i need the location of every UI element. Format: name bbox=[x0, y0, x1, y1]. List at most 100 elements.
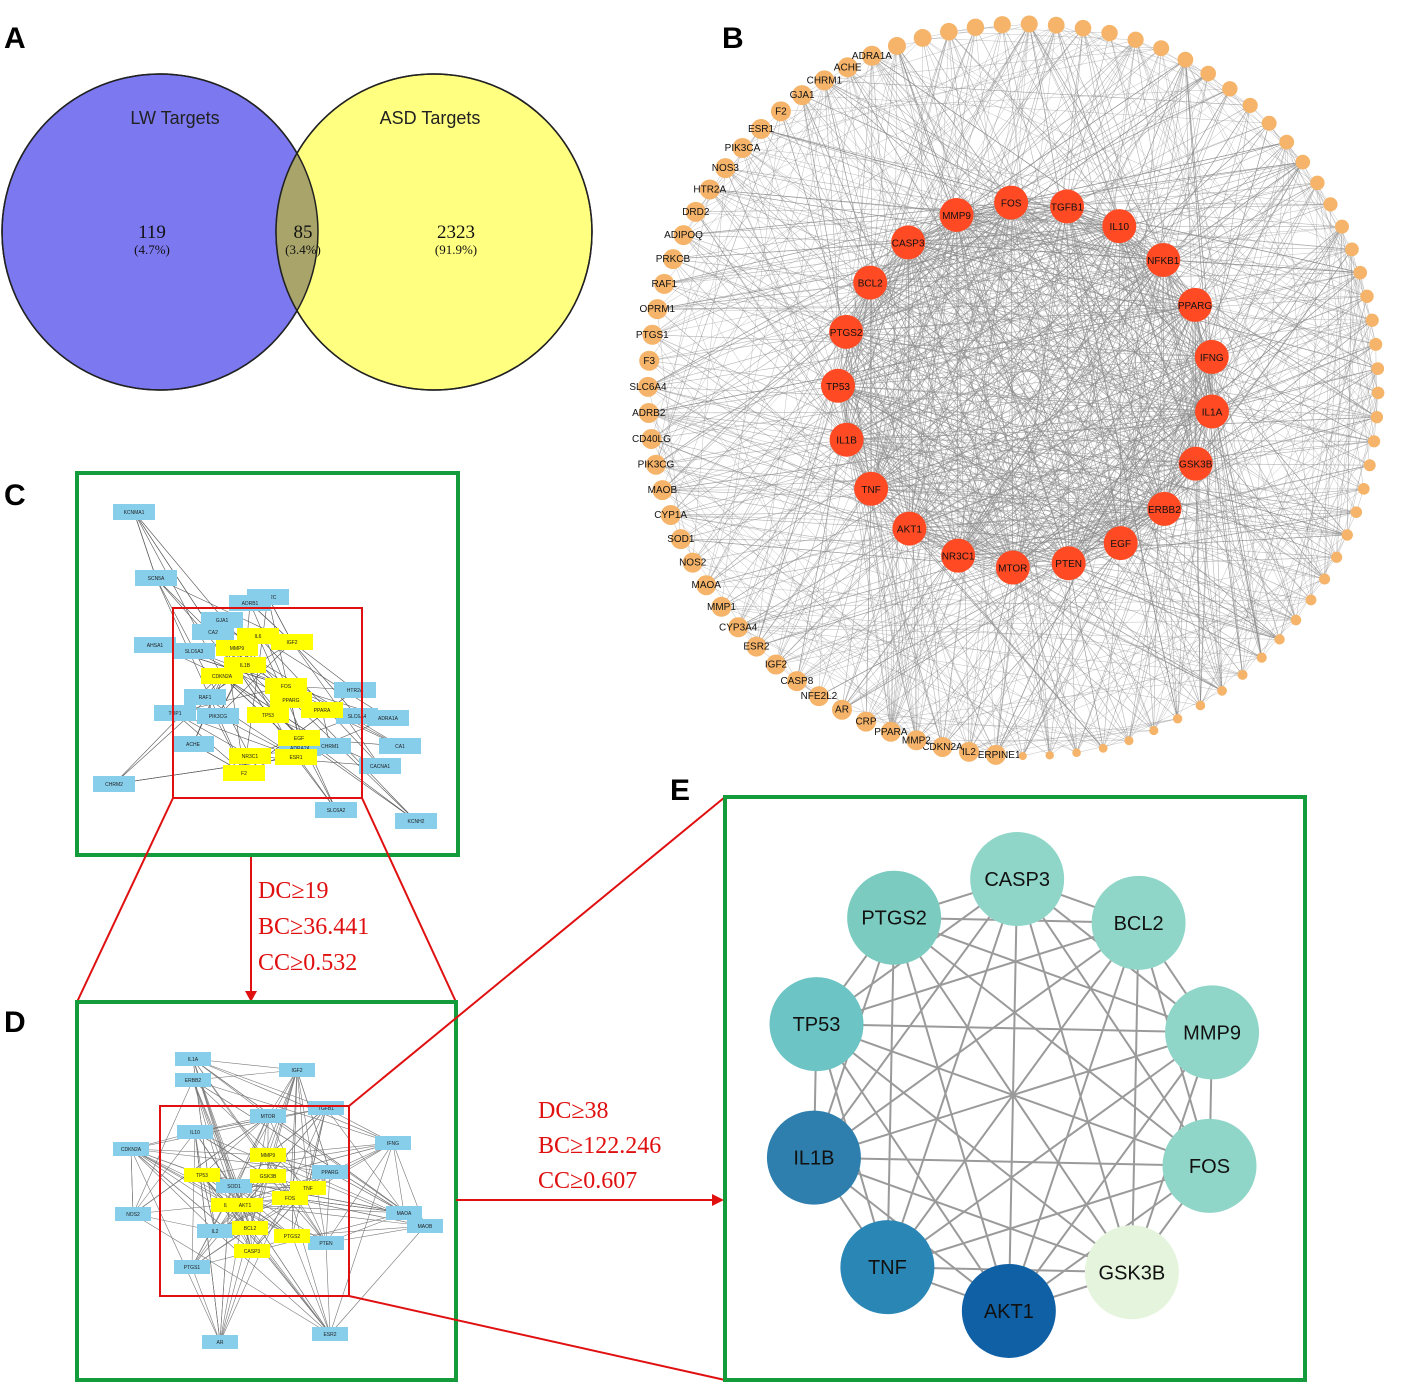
network-b-edge bbox=[837, 385, 1280, 640]
network-c-node-scn5a-box bbox=[135, 570, 177, 586]
network-b-edge bbox=[922, 37, 1201, 706]
network-c-node-cacna1-label: CACNA1 bbox=[370, 764, 391, 770]
network-d-edge bbox=[192, 1079, 405, 1214]
network-b-hub-node: GSK3B bbox=[1178, 446, 1213, 481]
network-b-edge bbox=[845, 331, 910, 529]
network-b-edge bbox=[780, 111, 871, 283]
network-d-edge bbox=[291, 1235, 331, 1335]
network-b-outer-node-circle bbox=[1363, 459, 1376, 472]
network-b-edge bbox=[865, 161, 1303, 722]
network-b-edge bbox=[655, 331, 847, 465]
network-b-outer-node-circle bbox=[1310, 175, 1325, 191]
network-b-edge bbox=[1082, 28, 1378, 369]
network-b-outer-node-label: IL2 bbox=[962, 747, 976, 758]
network-b-hub-node: BCL2 bbox=[853, 265, 888, 300]
network-d-edge bbox=[194, 1131, 269, 1177]
panel-label-c: C bbox=[4, 479, 26, 512]
network-d-edge bbox=[267, 1107, 327, 1156]
network-b-edge bbox=[846, 416, 1377, 441]
network-b-outer-node: MAOA bbox=[692, 575, 721, 596]
network-b-edge bbox=[742, 37, 923, 149]
network-b-edge bbox=[706, 23, 1030, 586]
network-b-edge bbox=[845, 331, 1165, 510]
network-c-node-gja1-label: GJA1 bbox=[216, 618, 229, 624]
network-c-node-kcnh2-label: KCNH2 bbox=[408, 819, 425, 825]
network-b-outer-node-label: IGF2 bbox=[765, 660, 788, 671]
network-b-edge bbox=[655, 356, 1212, 466]
network-c-node-kcnma1: KCNMA1 bbox=[113, 504, 155, 520]
network-b-edge bbox=[657, 37, 923, 310]
criteria-1-dc: DC≥19 bbox=[258, 878, 329, 904]
network-b-outer-node: NFE2L2 bbox=[801, 686, 838, 707]
network-b-edge bbox=[957, 555, 1104, 749]
network-e-node-gsk3b: GSK3B bbox=[1084, 1225, 1179, 1320]
network-b-edge bbox=[1001, 24, 1069, 564]
network-b-edge bbox=[664, 283, 1375, 442]
network-b-outer-node-circle bbox=[1360, 289, 1374, 304]
network-b-outer-node-circle bbox=[647, 299, 668, 320]
network-b-edge bbox=[756, 304, 1196, 647]
network-b-edge bbox=[1049, 563, 1069, 756]
network-c-node-ache-label: ACHE bbox=[186, 742, 201, 748]
network-b-outer-node-circle bbox=[808, 686, 829, 707]
network-b-edge bbox=[1162, 259, 1213, 412]
network-c-node-il1b-box bbox=[224, 657, 266, 673]
network-b-edge bbox=[956, 214, 970, 752]
network-b-edge bbox=[706, 55, 873, 586]
panel-label-b: B bbox=[722, 22, 744, 55]
network-d-node-il2-label: IL2 bbox=[212, 1229, 219, 1235]
network-d-edge bbox=[296, 1069, 309, 1189]
network-d-node-ptgs2: PTGS2 bbox=[274, 1229, 310, 1243]
network-b-outer-node: CDKN2A bbox=[922, 736, 963, 757]
network-b-outer-node: SOD1 bbox=[667, 529, 695, 550]
network-b-outer-node-circle bbox=[1045, 751, 1054, 760]
network-d-node-esr2: ESR2 bbox=[312, 1327, 348, 1341]
network-b-edge bbox=[738, 627, 996, 756]
network-b-edge bbox=[1211, 249, 1353, 358]
network-b-edge bbox=[818, 214, 957, 697]
network-d-node-mtor-label: MTOR bbox=[261, 1114, 276, 1120]
network-b-edge bbox=[922, 37, 1376, 345]
network-e-node-label: AKT1 bbox=[984, 1301, 1034, 1323]
network-b-hub-node-circle bbox=[1194, 339, 1229, 374]
network-b-edge bbox=[695, 211, 1361, 273]
network-b-edge bbox=[796, 31, 950, 682]
network-b-edge bbox=[1194, 161, 1304, 306]
network-d-node-ptgs2-box bbox=[274, 1229, 310, 1243]
network-c-node-raf1-box bbox=[184, 689, 226, 705]
network-c-node-ca2-box bbox=[192, 624, 234, 640]
venn-right-count: 2323 bbox=[437, 222, 475, 243]
venn-mid-pct: (3.4%) bbox=[285, 242, 321, 257]
network-b-outer-node-circle bbox=[1124, 736, 1134, 746]
network-b-outer-node-circle bbox=[670, 529, 691, 550]
network-b-outer-node bbox=[1256, 652, 1267, 663]
network-b-edge bbox=[1055, 25, 1165, 509]
network-b-edge bbox=[871, 55, 910, 529]
network-b-edge bbox=[1022, 39, 1136, 757]
network-b-outer-node bbox=[1149, 725, 1159, 736]
network-b-edge bbox=[922, 37, 1379, 394]
network-b-edge bbox=[756, 80, 825, 647]
network-e-edge bbox=[815, 1023, 1010, 1312]
network-b-outer-node-circle bbox=[673, 225, 694, 246]
network-b-outer-node bbox=[1331, 551, 1343, 563]
network-d-node-nos2-box bbox=[115, 1207, 151, 1221]
network-b-edge bbox=[775, 508, 1165, 665]
network-e-node-label: PTGS2 bbox=[861, 908, 927, 930]
network-b-outer-node-circle bbox=[887, 36, 906, 55]
network-d-edge bbox=[132, 1079, 194, 1215]
network-b-edge bbox=[956, 214, 1325, 580]
network-b-edge bbox=[870, 24, 1003, 489]
network-d-node-bcl2: BCL2 bbox=[232, 1221, 268, 1235]
network-b-outer-node bbox=[1098, 743, 1108, 753]
network-b-edge bbox=[907, 242, 1243, 676]
network-b-edge bbox=[845, 331, 1155, 731]
network-b-hub-node-circle bbox=[892, 511, 927, 546]
network-b-edge bbox=[948, 23, 1030, 32]
network-b-outer-node-circle bbox=[831, 699, 852, 720]
network-d-node-pparg: PPARG bbox=[312, 1165, 348, 1179]
network-b-edge bbox=[742, 147, 1325, 580]
network-b-edge bbox=[896, 45, 1077, 753]
network-b-outer-node-label: CYP1A bbox=[654, 510, 687, 521]
network-b-edge bbox=[657, 296, 1368, 310]
